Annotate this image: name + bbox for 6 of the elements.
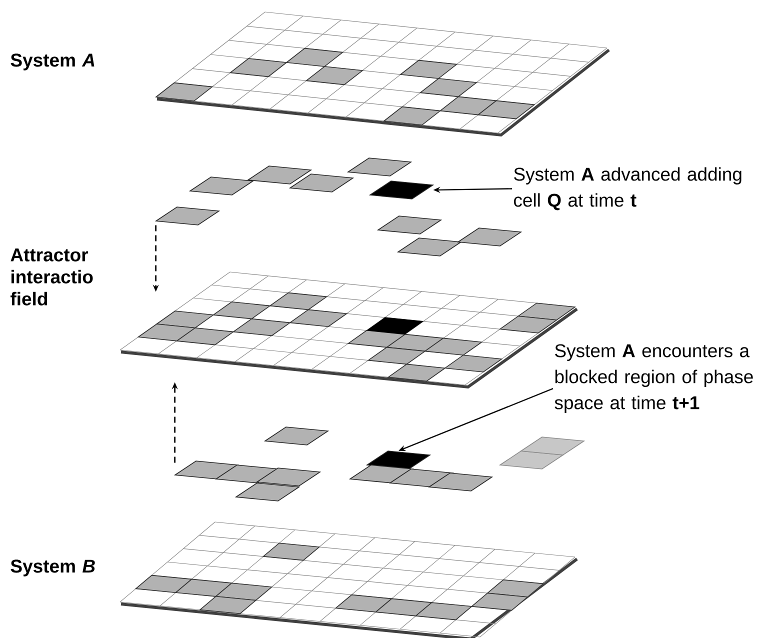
annotation-text: System A encounters a blocked region of phase space at time t+1 xyxy=(554,344,753,413)
layer-label: Attractor interactio field xyxy=(10,248,93,306)
layer-label: System B xyxy=(10,560,95,576)
grid-drawing xyxy=(120,522,578,638)
layer-label: System A xyxy=(10,54,94,70)
annotation-text: System A advanced adding cell Q at time t xyxy=(514,167,742,210)
